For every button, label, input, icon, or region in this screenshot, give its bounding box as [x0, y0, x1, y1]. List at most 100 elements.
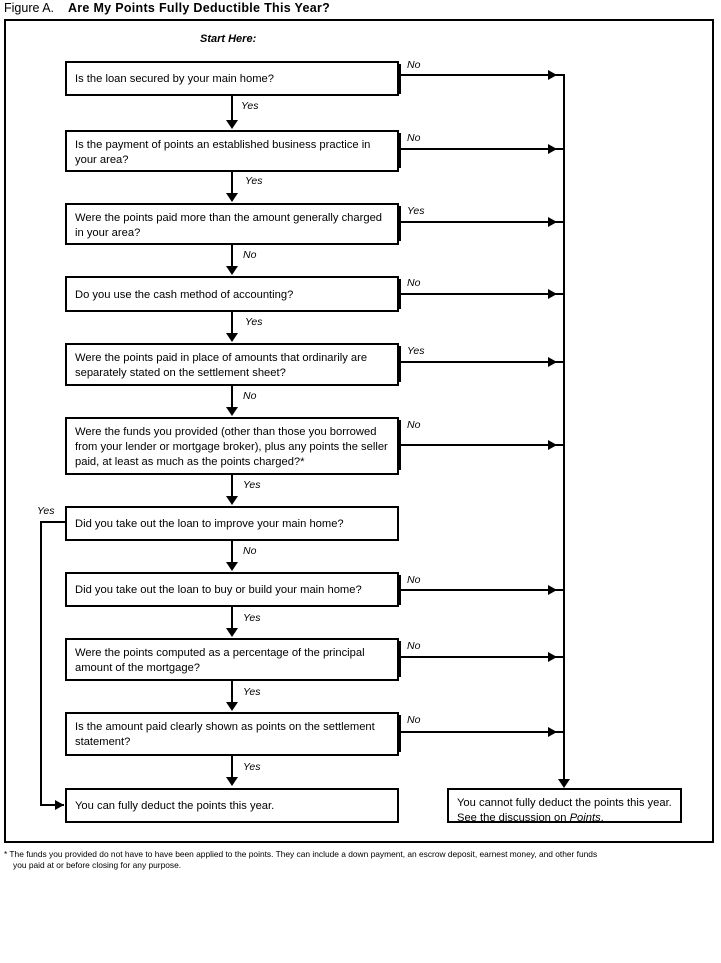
arrowhead-q8-right — [548, 585, 557, 595]
arrowhead-q10-outcome — [226, 777, 238, 786]
decision-box-q4[interactable]: Do you use the cash method of accounting… — [65, 276, 399, 312]
arrowhead-q1-q2 — [226, 120, 238, 129]
branch-label-q4-down: Yes — [245, 316, 263, 328]
arrowhead-q6-q7 — [226, 496, 238, 505]
branch-line-q10-right — [399, 731, 565, 733]
loop-line-q7-left-vertical — [40, 521, 42, 806]
figure-heading: Figure A. Are My Points Fully Deductible… — [4, 1, 330, 15]
loop-line-q7-left-top — [40, 521, 67, 523]
arrowhead-loop-into-deductible — [55, 800, 64, 810]
branch-label-q5-down: No — [243, 390, 257, 402]
branch-label-q10-right: No — [407, 714, 421, 726]
outcome-text-part2: . — [600, 812, 604, 824]
arrowhead-q2-right — [548, 144, 557, 154]
branch-label-q2-down: Yes — [245, 175, 263, 187]
connector-q6-q7 — [231, 475, 233, 497]
decision-text-q5: Were the points paid in place of amounts… — [75, 352, 368, 379]
arrowhead-q9-q10 — [226, 702, 238, 711]
branch-line-q6-right — [399, 444, 565, 446]
branch-line-q3-right — [399, 221, 565, 223]
arrowhead-q9-right — [548, 652, 557, 662]
connector-q1-q2 — [231, 96, 233, 121]
decision-text-q8: Did you take out the loan to buy or buil… — [75, 584, 362, 596]
decision-box-q2[interactable]: Is the payment of points an established … — [65, 130, 399, 172]
branch-stub-q10-right — [399, 715, 401, 752]
branch-label-q4-right: No — [407, 277, 421, 289]
outcome-box-deductible[interactable]: You can fully deduct the points this yea… — [65, 788, 399, 823]
branch-label-q9-down: Yes — [243, 686, 261, 698]
branch-label-q1-right: No — [407, 59, 421, 71]
bus-arrowhead-into-not-deductible — [558, 779, 570, 788]
footnote: * The funds you provided do not have to … — [4, 849, 718, 871]
arrowhead-q3-right — [548, 217, 557, 227]
footnote-line-1: * The funds you provided do not have to … — [4, 849, 598, 859]
decision-text-q9: Were the points computed as a percentage… — [75, 647, 365, 674]
arrowhead-q4-right — [548, 289, 557, 299]
decision-text-q1: Is the loan secured by your main home? — [75, 73, 274, 85]
arrowhead-q8-q9 — [226, 628, 238, 637]
decision-box-q1[interactable]: Is the loan secured by your main home? — [65, 61, 399, 96]
arrowhead-q5-q6 — [226, 407, 238, 416]
branch-stub-q6-right — [399, 420, 401, 470]
branch-label-q1-down: Yes — [241, 100, 259, 112]
arrowhead-q2-q3 — [226, 193, 238, 202]
decision-text-q7: Did you take out the loan to improve you… — [75, 518, 344, 530]
decision-box-q10[interactable]: Is the amount paid clearly shown as poin… — [65, 712, 399, 756]
branch-line-q2-right — [399, 148, 565, 150]
branch-label-q7-left: Yes — [37, 505, 55, 517]
right-bus-line — [563, 74, 565, 785]
connector-q5-q6 — [231, 386, 233, 408]
decision-box-q3[interactable]: Were the points paid more than the amoun… — [65, 203, 399, 245]
branch-line-q1-right — [399, 74, 565, 76]
branch-label-q6-right: No — [407, 419, 421, 431]
branch-label-q7-down: No — [243, 545, 257, 557]
branch-stub-q8-right — [399, 575, 401, 605]
arrowhead-q6-right — [548, 440, 557, 450]
decision-box-q5[interactable]: Were the points paid in place of amounts… — [65, 343, 399, 386]
arrowhead-q4-q5 — [226, 333, 238, 342]
connector-q2-q3 — [231, 172, 233, 194]
arrowhead-q5-right — [548, 357, 557, 367]
branch-label-q8-right: No — [407, 574, 421, 586]
outcome-text-not-deductible: You cannot fully deduct the points this … — [457, 797, 672, 824]
branch-stub-q3-right — [399, 206, 401, 241]
footnote-line-2: you paid at or before closing for any pu… — [13, 860, 182, 870]
branch-line-q8-right — [399, 589, 565, 591]
branch-label-q3-right: Yes — [407, 205, 425, 217]
decision-text-q2: Is the payment of points an established … — [75, 139, 371, 166]
connector-q9-q10 — [231, 681, 233, 703]
connector-q4-q5 — [231, 312, 233, 334]
outcome-box-not-deductible[interactable]: You cannot fully deduct the points this … — [447, 788, 682, 824]
branch-stub-q9-right — [399, 641, 401, 677]
branch-label-q10-down: Yes — [243, 761, 261, 773]
figure-label: Figure A. — [4, 1, 55, 15]
branch-label-q2-right: No — [407, 132, 421, 144]
decision-text-q6: Were the funds you provided (other than … — [75, 426, 388, 468]
branch-stub-q5-right — [399, 346, 401, 382]
branch-line-q4-right — [399, 293, 565, 295]
branch-label-q9-right: No — [407, 640, 421, 652]
connector-q7-q8 — [231, 541, 233, 563]
connector-q10-outcome — [231, 756, 233, 778]
decision-box-q9[interactable]: Were the points computed as a percentage… — [65, 638, 399, 681]
outcome-text-points-italic: Points — [569, 812, 601, 824]
decision-text-q3: Were the points paid more than the amoun… — [75, 212, 383, 239]
decision-text-q4: Do you use the cash method of accounting… — [75, 288, 294, 301]
arrowhead-q3-q4 — [226, 266, 238, 275]
start-here-label: Start Here: — [200, 33, 257, 45]
loop-line-q7-left-bottom — [40, 804, 64, 806]
branch-stub-q1-right — [399, 64, 401, 94]
branch-label-q6-down: Yes — [243, 479, 261, 491]
branch-line-q9-right — [399, 656, 565, 658]
arrowhead-q1-right — [548, 70, 557, 80]
decision-text-q10: Is the amount paid clearly shown as poin… — [75, 721, 375, 748]
decision-box-q8[interactable]: Did you take out the loan to buy or buil… — [65, 572, 399, 607]
decision-box-q6[interactable]: Were the funds you provided (other than … — [65, 417, 399, 475]
outcome-text-deductible: You can fully deduct the points this yea… — [75, 800, 275, 812]
decision-box-q7[interactable]: Did you take out the loan to improve you… — [65, 506, 399, 541]
arrowhead-q10-right — [548, 727, 557, 737]
arrowhead-q7-q8 — [226, 562, 238, 571]
branch-label-q5-right: Yes — [407, 345, 425, 357]
figure-title: Are My Points Fully Deductible This Year… — [67, 1, 331, 15]
